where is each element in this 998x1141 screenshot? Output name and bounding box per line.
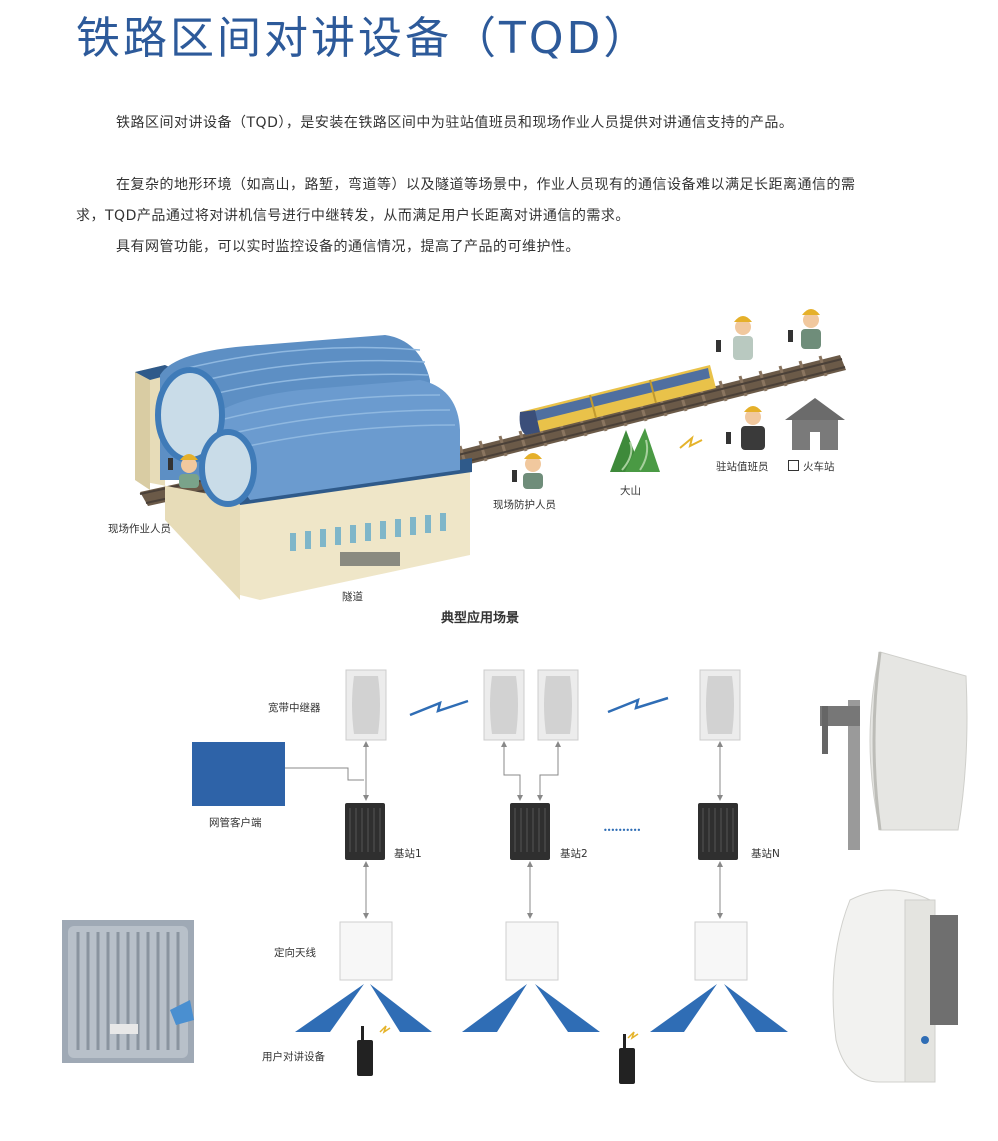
label-repeater: 宽带中继器 [268, 702, 321, 714]
label-mountain: 大山 [620, 485, 641, 497]
label-antenna: 定向天线 [274, 947, 316, 959]
station-small-icon [788, 460, 799, 471]
directional-antennas [339, 921, 748, 981]
intro-paragraph-1: 铁路区间对讲设备（TQD），是安装在铁路区间中为驻站值班员和现场作业人员提供对讲… [116, 115, 794, 131]
label-field-worker: 现场作业人员 [108, 523, 171, 535]
worker-icons [168, 309, 821, 489]
station-house-icon [785, 398, 845, 450]
label-base-station-2: 基站2 [560, 848, 588, 860]
label-terminal: 用户对讲设备 [262, 1051, 325, 1063]
ellipsis-dots: •••••••••• [603, 826, 641, 835]
label-base-station-n: 基站N [751, 848, 780, 860]
wireless-link-2 [607, 696, 669, 714]
intro-paragraph-2: 在复杂的地形环境（如高山，路堑，弯道等）以及隧道等场景中，作业人员现有的通信设备… [76, 177, 856, 224]
train [519, 365, 716, 435]
tunnel-building [135, 335, 472, 600]
base-station-units [345, 803, 738, 860]
label-tunnel: 隧道 [342, 591, 363, 603]
repeater-large-photo [832, 889, 958, 1083]
repeater-box-photo [62, 920, 194, 1063]
walkie-talkie-icons [357, 1025, 639, 1084]
repeater-units [345, 669, 741, 741]
intro-paragraph-3: 具有网管功能，可以实时监控设备的通信情况，提高了产品的可维护性。 [116, 239, 580, 255]
label-nms-client: 网管客户端 [209, 817, 262, 829]
coverage-beams [295, 984, 788, 1032]
label-guard: 现场防护人员 [493, 499, 556, 511]
nms-client-box [192, 742, 285, 806]
wireless-link-1 [409, 699, 469, 717]
page-title: 铁路区间对讲设备（TQD） [76, 13, 651, 64]
mountain-icon [610, 428, 660, 472]
scene-caption: 典型应用场景 [441, 611, 520, 626]
pole-antenna-photo [820, 651, 968, 850]
label-base-station-1: 基站1 [394, 848, 422, 860]
station-label: 火车站 [788, 459, 835, 474]
label-duty-officer: 驻站值班员 [716, 461, 769, 473]
signal-icon [679, 435, 703, 449]
